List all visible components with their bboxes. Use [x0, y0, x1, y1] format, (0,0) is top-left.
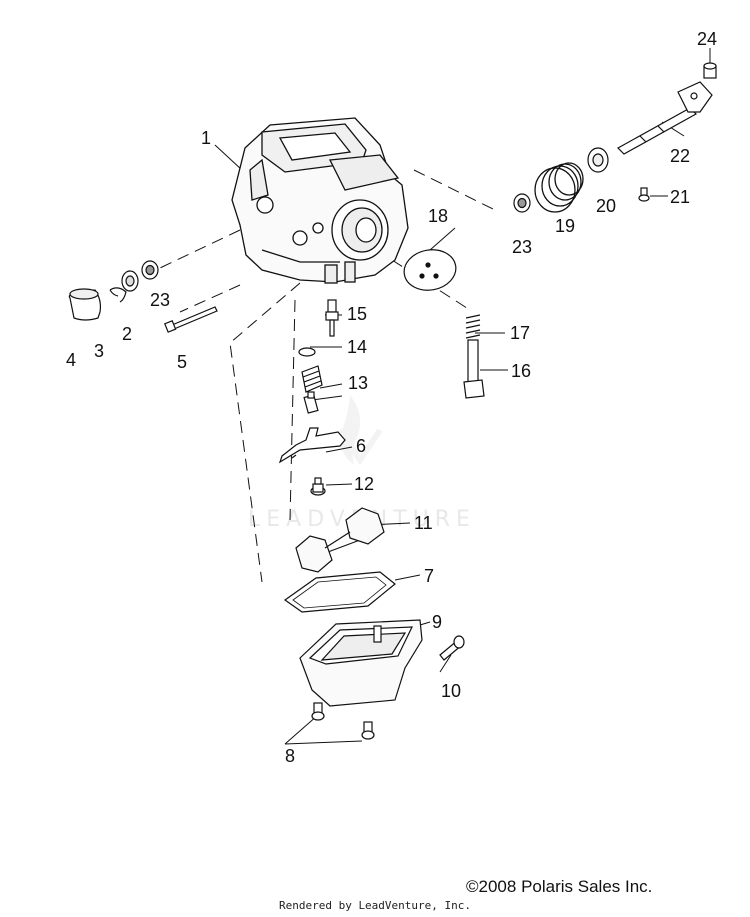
callout-21: 21	[670, 187, 690, 207]
callout-15: 15	[347, 304, 367, 324]
callout-5: 5	[177, 352, 187, 372]
callout-18: 18	[428, 206, 448, 226]
throttle-shaft-part	[617, 81, 713, 155]
bushing-part	[587, 147, 609, 173]
bracket-part	[278, 427, 346, 464]
nut-part	[703, 62, 717, 79]
bowl-screws-part	[311, 702, 375, 740]
callout-14: 14	[347, 337, 367, 357]
jet-part	[301, 365, 323, 414]
callout-labels: 1 2 3 4 5 6 7 8 9 10 11 12 13 14 15 16 1…	[66, 29, 717, 766]
clip-part	[109, 287, 127, 303]
needle-valve-part	[325, 299, 339, 337]
idle-screw-part	[463, 314, 485, 399]
watermark-logo	[337, 395, 383, 466]
shaft-screw-part	[638, 187, 650, 202]
callout-2: 2	[122, 324, 132, 344]
callout-4: 4	[66, 350, 76, 370]
rendered-by-text: Rendered by LeadVenture, Inc.	[278, 899, 472, 912]
callout-23-left: 23	[150, 290, 170, 310]
gasket-part	[283, 571, 396, 613]
return-spring-part	[534, 162, 584, 213]
callout-20: 20	[596, 196, 616, 216]
callout-23-right: 23	[512, 237, 532, 257]
o-ring-part	[298, 347, 316, 357]
callout-11: 11	[414, 513, 433, 533]
callout-8: 8	[285, 746, 295, 766]
screw-part	[310, 477, 326, 496]
callout-6: 6	[356, 436, 366, 456]
float-bowl-part	[299, 619, 423, 707]
washer-part	[121, 270, 139, 292]
callout-13: 13	[348, 373, 368, 393]
seal-right-part	[513, 193, 531, 213]
callout-19: 19	[555, 216, 575, 236]
callout-10: 10	[441, 681, 461, 701]
float-part	[295, 507, 385, 573]
callout-1: 1	[201, 128, 211, 148]
seal-left-part	[141, 260, 159, 280]
callout-9: 9	[432, 612, 442, 632]
copyright-text: ©2008 Polaris Sales Inc.	[466, 877, 653, 896]
plate-part	[403, 249, 457, 291]
pin-part	[164, 306, 218, 333]
cap-part	[68, 288, 102, 321]
callout-7: 7	[424, 566, 434, 586]
callout-16: 16	[511, 361, 531, 381]
carburetor-body-part	[231, 117, 409, 284]
leader-lines	[214, 48, 711, 745]
callout-22: 22	[670, 146, 690, 166]
callout-3: 3	[94, 341, 104, 361]
callout-24: 24	[697, 29, 717, 49]
callout-17: 17	[510, 323, 530, 343]
callout-12: 12	[354, 474, 374, 494]
drain-screw-part	[439, 635, 465, 661]
